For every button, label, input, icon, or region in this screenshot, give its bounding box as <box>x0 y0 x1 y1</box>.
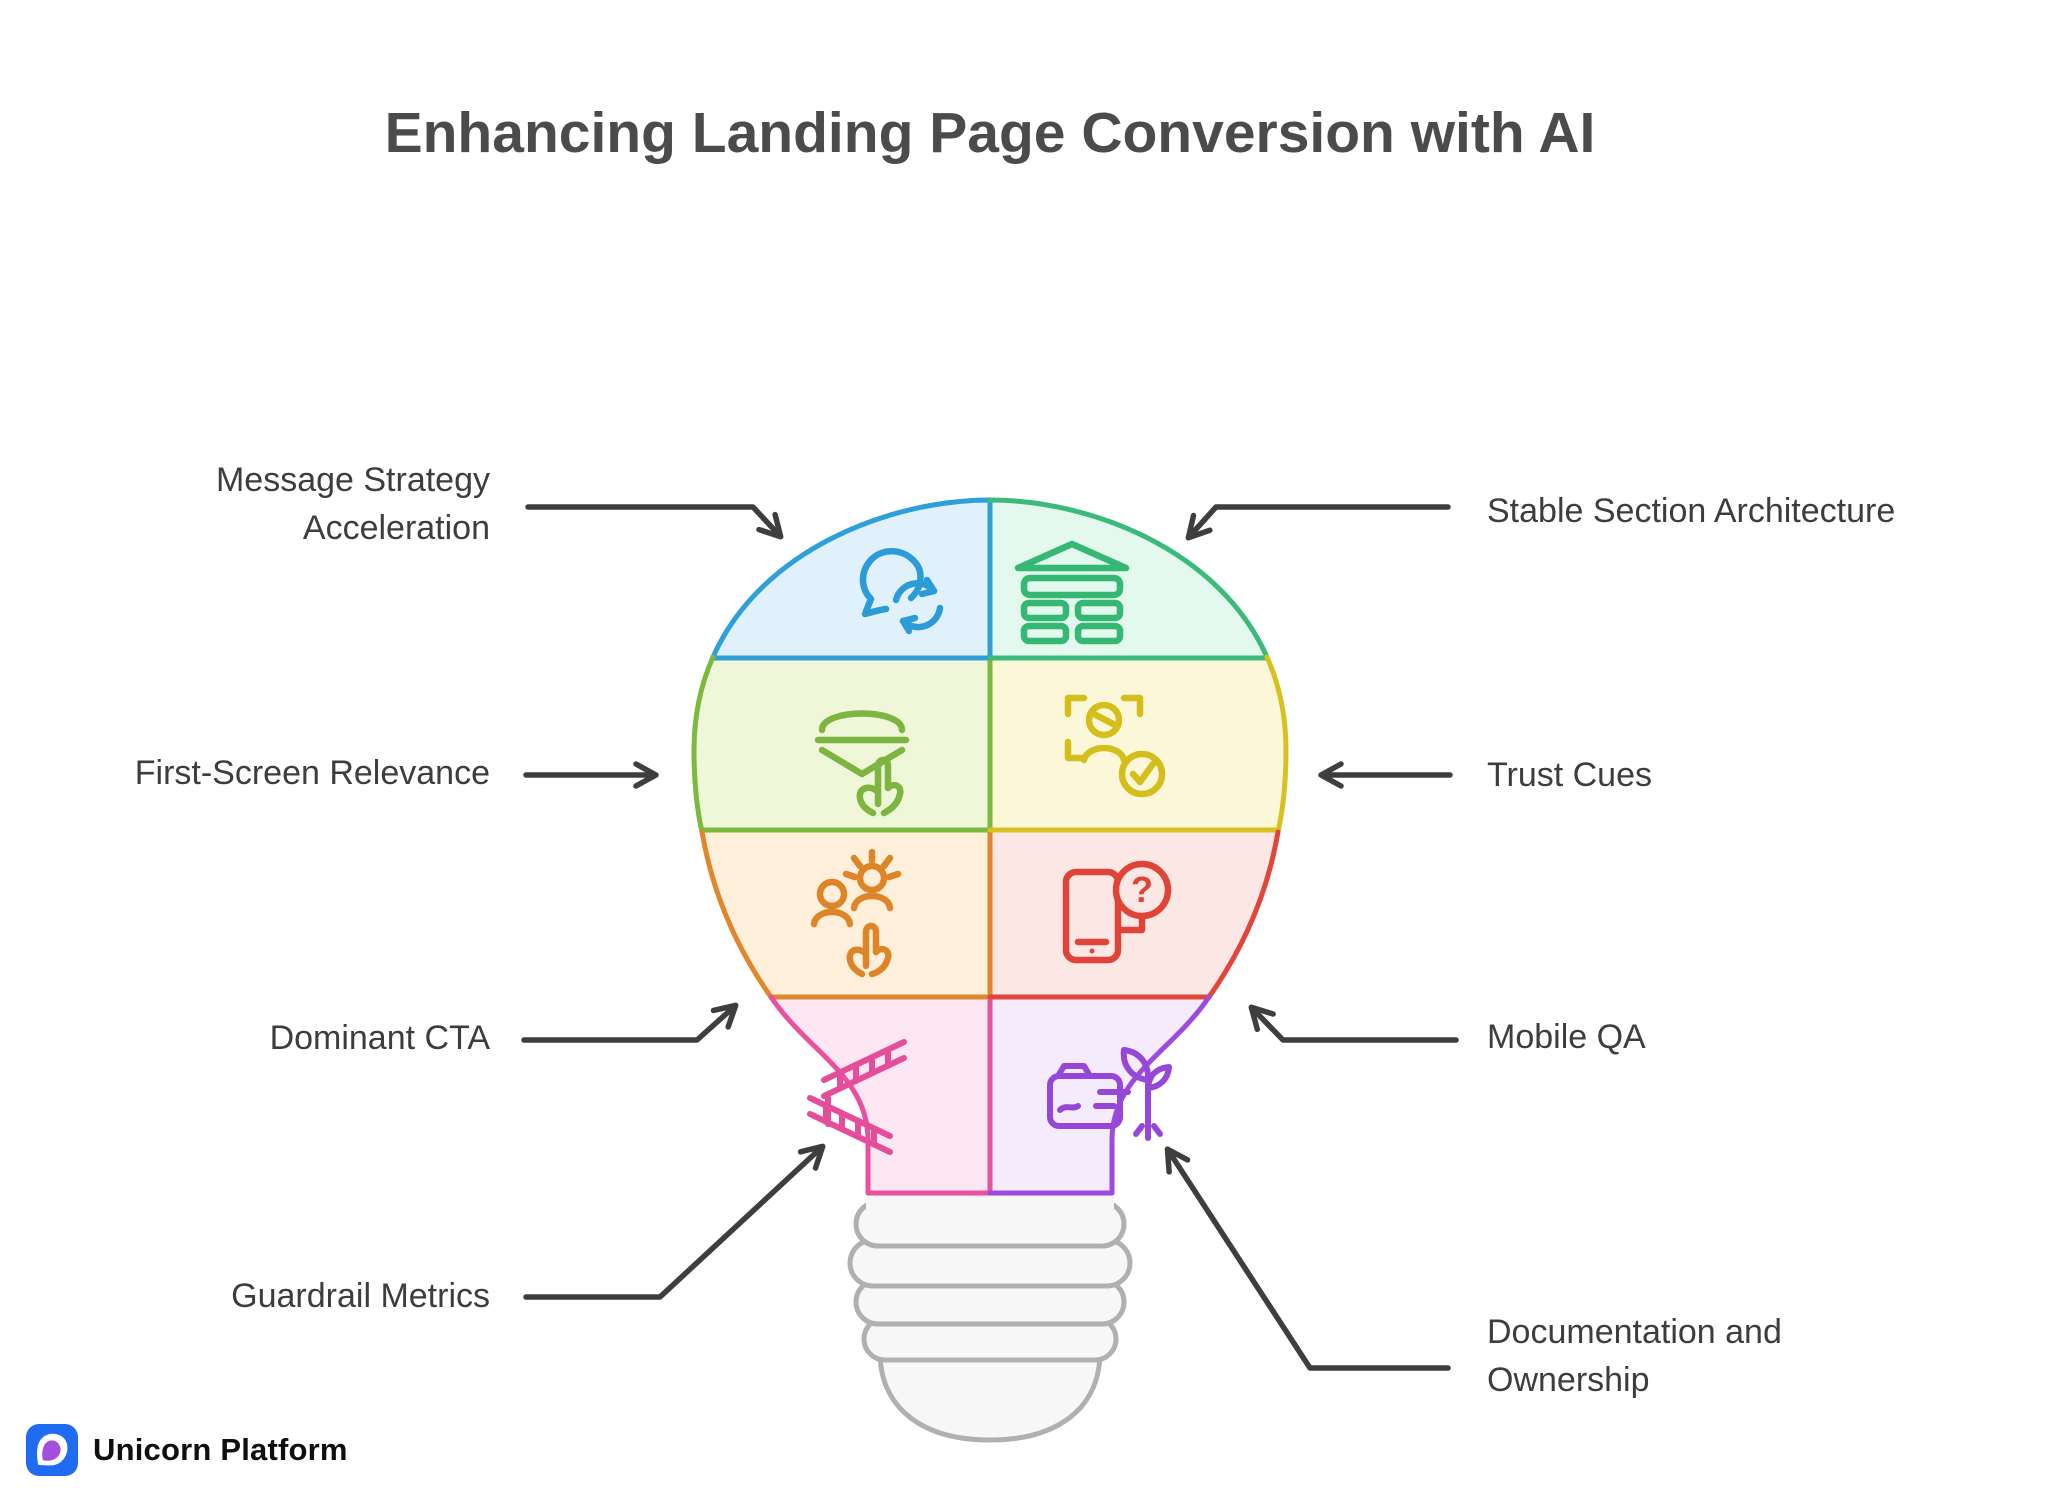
label-documentation: Documentation and Ownership <box>1487 1313 1782 1399</box>
outline-first <box>691 654 716 835</box>
outline-trust <box>1264 654 1289 835</box>
unicorn-platform-logo[interactable]: Unicorn Platform <box>26 1424 348 1476</box>
bulb-screw-base <box>847 1190 1133 1443</box>
arrow-stable <box>1185 504 1451 541</box>
label-stable-section: Stable Section Architecture <box>1487 492 1896 530</box>
outline-mobile <box>1206 829 1281 1000</box>
verified-person-icon <box>1064 694 1166 798</box>
unicorn-platform-badge-icon <box>26 1424 78 1476</box>
guardrail-icon <box>807 1039 907 1155</box>
outline-stable <box>987 497 1270 660</box>
speech-refresh-icon <box>859 548 944 635</box>
section-dividers <box>699 497 1281 1196</box>
unicorn-leaf-icon <box>37 1433 68 1466</box>
label-message-strategy: Message Strategy Acceleration <box>215 461 490 547</box>
svg-text:?: ? <box>1131 869 1153 910</box>
section-stack-icon <box>1014 540 1130 645</box>
sprout-doc-icon <box>1047 1047 1172 1141</box>
outline-cta <box>699 829 774 1000</box>
unicorn-platform-name: Unicorn Platform <box>93 1432 348 1467</box>
arrow-guardrail <box>523 1143 826 1300</box>
label-trust-cues: Trust Cues <box>1487 756 1653 794</box>
connector-arrows <box>521 504 1459 1371</box>
outline-doc <box>1109 994 1212 1196</box>
burger-tap-icon <box>814 710 910 817</box>
outline-guardrail <box>768 994 871 1196</box>
arrow-doc <box>1164 1146 1451 1371</box>
arrow-cta <box>521 1002 739 1043</box>
label-dominant-cta: Dominant CTA <box>269 1019 490 1057</box>
section-fill-guardrail <box>694 997 990 1196</box>
label-mobile-qa: Mobile QA <box>1487 1018 1646 1056</box>
arrow-message <box>525 504 784 540</box>
label-first-screen: First-Screen Relevance <box>134 754 490 792</box>
section-fill-first <box>694 658 990 830</box>
label-guardrail: Guardrail Metrics <box>231 1277 490 1315</box>
people-pointer-icon <box>810 848 902 978</box>
outline-message <box>710 497 993 660</box>
section-fill-doc <box>990 997 1286 1196</box>
section-fill-trust <box>990 658 1286 830</box>
page-title: Enhancing Landing Page Conversion with A… <box>384 101 1596 165</box>
phone-question-icon: ? <box>1062 860 1172 964</box>
section-fill-message <box>694 500 990 658</box>
bulb-outline <box>691 497 1289 1196</box>
base-dome <box>877 1349 1103 1443</box>
arrow-mobile <box>1248 1004 1459 1043</box>
